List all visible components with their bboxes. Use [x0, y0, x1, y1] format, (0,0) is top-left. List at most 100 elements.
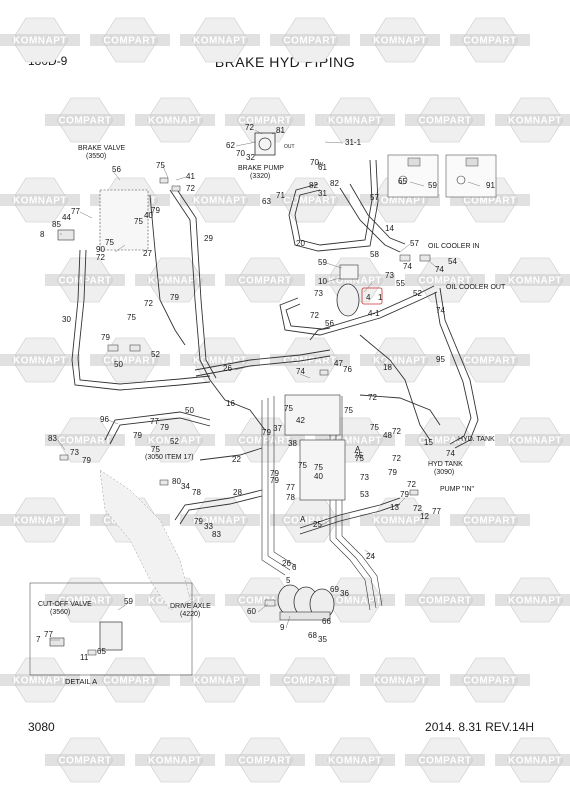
watermark-bar	[180, 34, 260, 46]
callout: 79	[262, 428, 271, 437]
watermark-tile: KOMNAPT	[495, 577, 570, 623]
callout: 52	[170, 437, 179, 446]
watermark-tile: KOMNAPT	[0, 497, 80, 543]
watermark-bar	[495, 754, 570, 766]
pipe-15	[359, 394, 441, 426]
watermark-text: COMPART	[58, 596, 111, 607]
callout: 26	[282, 559, 291, 568]
watermark-tile: COMPART	[225, 97, 305, 143]
watermark-bar	[135, 274, 215, 286]
watermark-text: COMPART	[58, 436, 111, 447]
callout: 4	[366, 293, 371, 302]
callout: 74	[403, 262, 412, 271]
pipe-95b	[434, 291, 472, 445]
fitting-f	[419, 254, 431, 262]
leader-lines	[50, 129, 481, 641]
callout: 74	[435, 265, 444, 274]
pipe-28	[174, 489, 263, 521]
callout: 68	[308, 631, 317, 640]
callout: 83	[212, 530, 221, 539]
callout: 57	[410, 239, 419, 248]
watermark-bar	[0, 34, 80, 46]
watermark-text: KOMNAPT	[148, 756, 202, 767]
watermark-bar	[135, 754, 215, 766]
watermark-text: KOMNAPT	[373, 516, 427, 527]
watermark-text: COMPART	[283, 676, 336, 687]
callout: 69	[330, 585, 339, 594]
callout: 72	[368, 393, 377, 402]
watermark-text: KOMNAPT	[373, 196, 427, 207]
callout: 12	[420, 512, 429, 521]
watermark-bar	[0, 674, 80, 686]
watermark-tile: KOMNAPT	[315, 737, 395, 783]
watermark-tile: COMPART	[90, 17, 170, 63]
callout: 75	[127, 313, 136, 322]
watermark-tile: COMPART	[45, 577, 125, 623]
callout: 50	[114, 360, 123, 369]
callout: 85	[52, 220, 61, 229]
watermark-tile: KOMNAPT	[0, 177, 80, 223]
watermark-text: KOMNAPT	[193, 36, 247, 47]
callout: 72	[407, 480, 416, 489]
watermark-tile: COMPART	[450, 657, 530, 703]
callout: 72	[392, 454, 401, 463]
watermark-text: COMPART	[418, 756, 471, 767]
callout: 4-1	[368, 309, 380, 318]
pipe-27	[149, 194, 186, 346]
hyd-tank-label: HYD. TANK	[458, 436, 495, 443]
watermark-tile: COMPART	[450, 337, 530, 383]
fitting-i	[409, 489, 419, 496]
watermark-text: KOMNAPT	[148, 116, 202, 127]
bundle-3	[273, 396, 297, 567]
callout: 58	[370, 250, 379, 259]
watermark-text: COMPART	[418, 276, 471, 287]
pipe-20	[294, 159, 373, 246]
watermark-tile: KOMNAPT	[360, 17, 440, 63]
fitting-a	[159, 177, 169, 184]
callout: 72	[144, 299, 153, 308]
callout: 77	[150, 417, 159, 426]
watermark-text: KOMNAPT	[13, 36, 67, 47]
callout: 33	[204, 522, 213, 531]
callout: 75	[354, 451, 363, 460]
watermark-layer: KOMNAPT COMPART KOMNAPT COMPART KOMNAPT COMPA…	[0, 17, 570, 783]
oil-cooler-in-label: OIL COOLER IN	[428, 243, 479, 250]
watermark-bar	[405, 114, 485, 126]
brake-pump-label: BRAKE PUMP	[238, 165, 284, 172]
page-number: 3080	[28, 720, 55, 734]
cut-off-valve-code: (3560)	[50, 609, 70, 616]
callout: 73	[314, 289, 323, 298]
callout: 13	[390, 503, 399, 512]
brake-valve-code: (3550)	[86, 153, 106, 160]
watermark-text: COMPART	[103, 356, 156, 367]
watermark-text: KOMNAPT	[508, 436, 562, 447]
callout: 72	[310, 311, 319, 320]
hose-14	[339, 187, 401, 253]
watermark-text: COMPART	[103, 676, 156, 687]
callout: 71	[276, 191, 285, 200]
callout: 75	[151, 445, 160, 454]
watermark-text: COMPART	[418, 436, 471, 447]
callout: 20	[296, 239, 305, 248]
watermark-tile: KOMNAPT	[360, 497, 440, 543]
watermark-text: KOMNAPT	[373, 36, 427, 47]
callout: 78	[286, 493, 295, 502]
fitting-j	[319, 369, 329, 376]
callout: 59	[428, 181, 437, 190]
callout: 66	[322, 617, 331, 626]
brake-pump-code: (3320)	[250, 173, 270, 180]
pipe-16	[209, 379, 266, 431]
pipe-26b	[195, 355, 331, 377]
watermark-text: COMPART	[463, 516, 516, 527]
callout: 56	[112, 165, 121, 174]
watermark-bar	[360, 354, 440, 366]
watermark-bar	[45, 434, 125, 446]
watermark-text: KOMNAPT	[508, 756, 562, 767]
callout: 79	[170, 293, 179, 302]
callout: 77	[71, 207, 80, 216]
revision-date: 2014. 8.31 REV.14H	[425, 720, 534, 734]
callout: 53	[360, 490, 369, 499]
callout: 70	[236, 149, 245, 158]
pipe-22	[199, 447, 263, 461]
